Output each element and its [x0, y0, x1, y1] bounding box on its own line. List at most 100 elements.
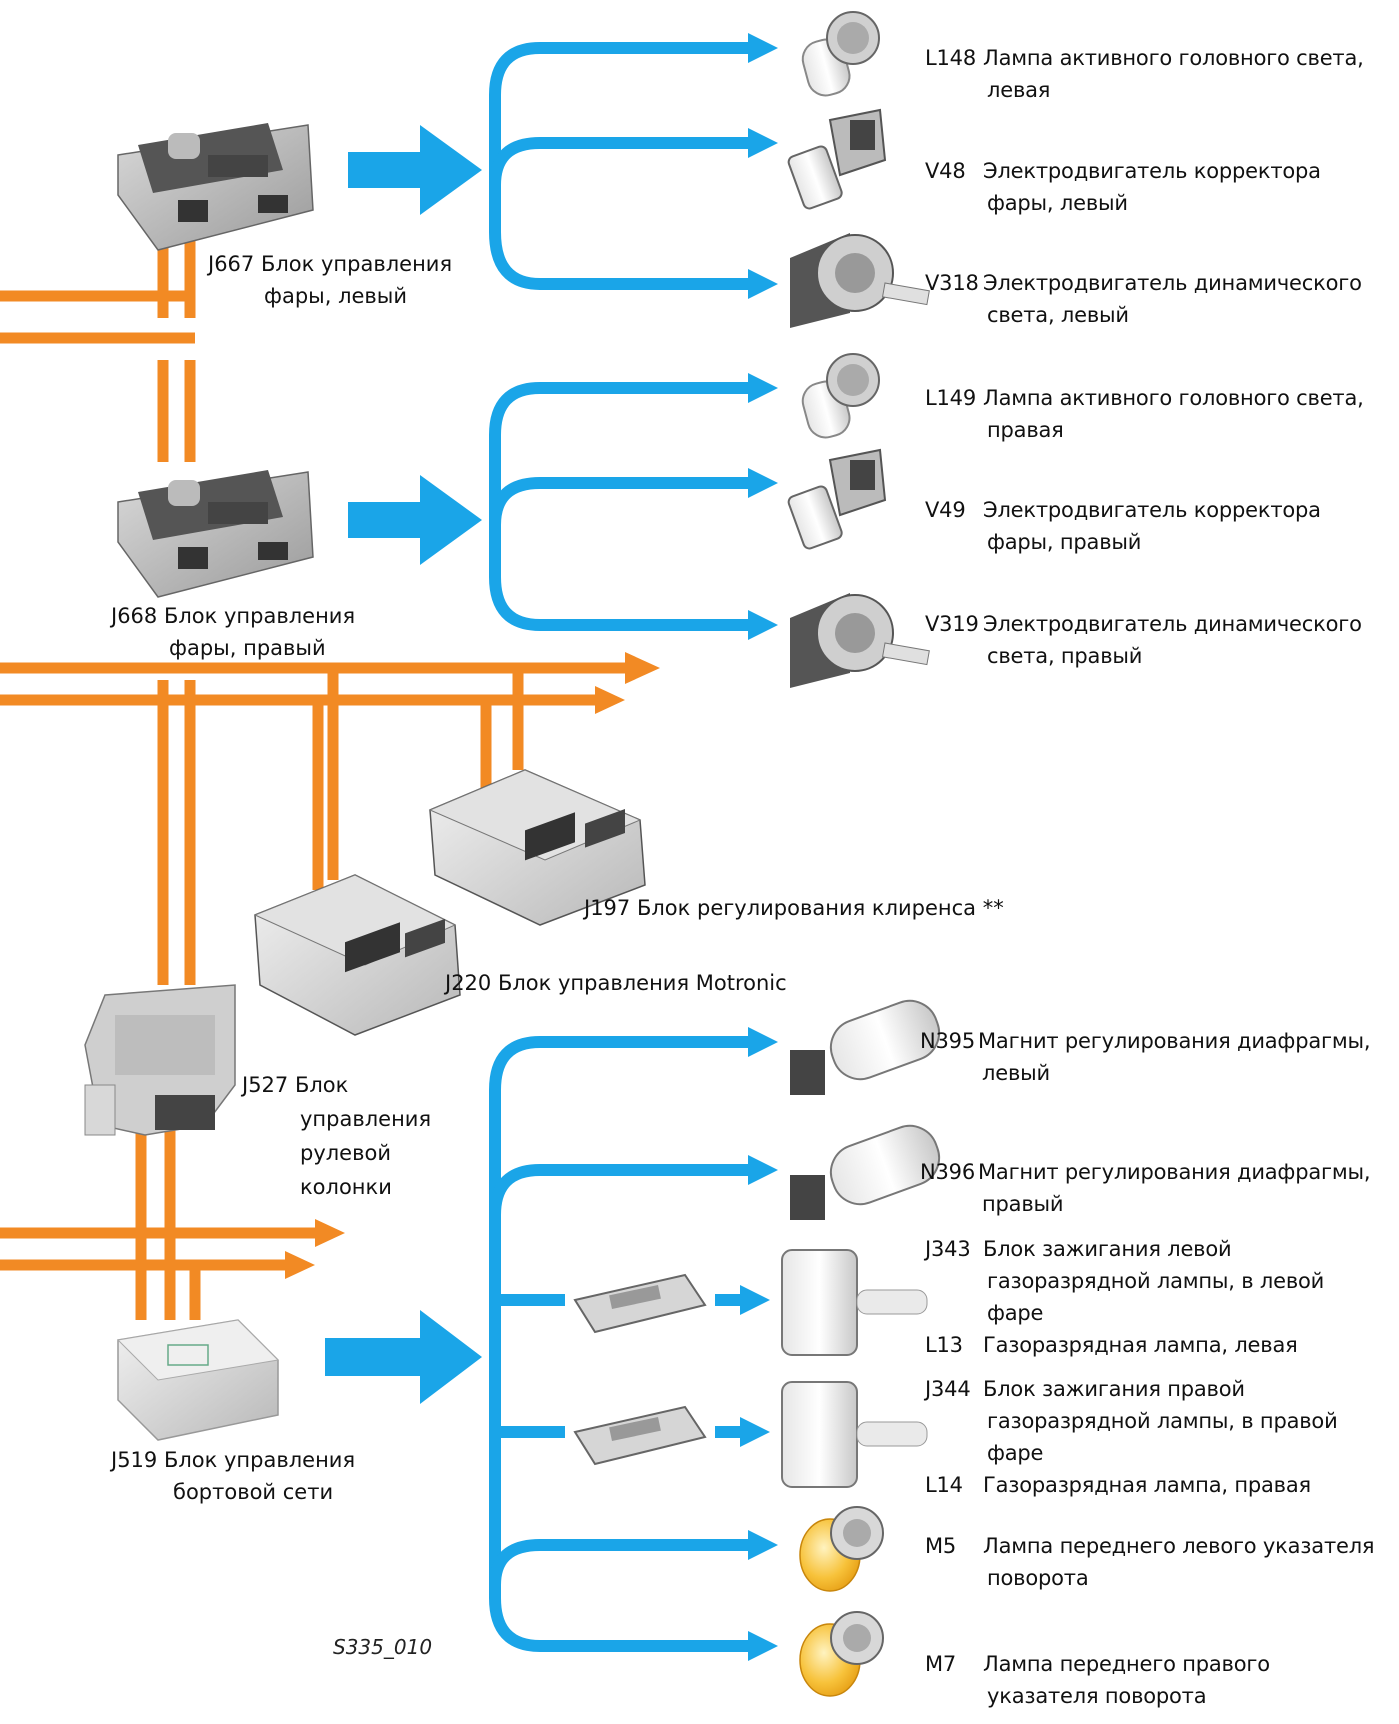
l14-xenon-icon [781, 1381, 928, 1488]
j527-label: J527 Блок управления рулевой колонки [242, 1068, 431, 1204]
j344-igniter-icon [573, 1405, 707, 1466]
j667-unit-icon [117, 123, 314, 251]
n396-code: N396 [920, 1160, 975, 1184]
l149-text-1: Лампа активного головного света, [983, 386, 1364, 410]
j527-text-1: Блок [294, 1073, 349, 1097]
signal-arrowheads [325, 33, 778, 1661]
v49-code: V49 [925, 498, 966, 522]
v319-motor-icon [790, 593, 930, 688]
l149-code: L149 [925, 386, 976, 410]
n395-solenoid-icon [790, 999, 941, 1095]
m7-turn-bulb-icon [799, 1611, 884, 1697]
v49-label: V49 Электродвигатель корректора фары, пра… [925, 494, 1321, 558]
j220-text-1: Блок управления Motronic [497, 971, 787, 995]
m7-code: M7 [925, 1652, 957, 1676]
j343-code: J343 [925, 1237, 971, 1261]
j197-code: J197 [584, 896, 631, 920]
m5-code: M5 [925, 1534, 957, 1558]
l14-text-1: Газоразрядная лампа, правая [983, 1473, 1311, 1497]
j527-unit-icon [84, 984, 236, 1136]
j519-unit-icon [116, 1319, 280, 1441]
j343-text-2: газоразрядной лампы, в левой [987, 1269, 1325, 1293]
m7-text-2: указателя поворота [987, 1684, 1207, 1708]
j668-text-1: Блок управления [163, 604, 356, 628]
j527-text-4: колонки [300, 1175, 392, 1199]
figure-id: S335_010 [333, 1635, 433, 1659]
n396-text-1: Магнит регулирования диафрагмы, [978, 1160, 1371, 1184]
l149-text-2: правая [987, 418, 1064, 442]
l148-text-2: левая [987, 78, 1051, 102]
j220-code: J220 [445, 971, 492, 995]
l13-code: L13 [925, 1333, 963, 1357]
j668-code: J668 [111, 604, 158, 628]
v319-text-2: света, правый [987, 644, 1143, 668]
v49-text-1: Электродвигатель корректора [983, 498, 1321, 522]
j527-code: J527 [242, 1073, 289, 1097]
j343-igniter-icon [573, 1273, 707, 1334]
bus-arrowheads [285, 652, 660, 1279]
j519-text-1: Блок управления [163, 1448, 356, 1472]
j220-unit-icon [253, 874, 461, 1036]
j667-text-2: фары, левый [264, 284, 408, 308]
j197-unit-icon [428, 769, 646, 926]
v318-text-2: света, левый [987, 303, 1129, 327]
can-bus-lines [0, 215, 625, 1320]
j343-text-3: фаре [987, 1301, 1044, 1325]
l14-code: L14 [925, 1473, 963, 1497]
j220-label: J220 Блок управления Motronic [445, 967, 787, 999]
j668-unit-icon [117, 470, 314, 598]
n395-text-1: Магнит регулирования диафрагмы, [978, 1029, 1371, 1053]
v49-actuator-icon [787, 448, 887, 550]
j344-code: J344 [925, 1377, 971, 1401]
j343-text-1: Блок зажигания левой [983, 1237, 1232, 1261]
v319-code: V319 [925, 612, 979, 636]
j667-text-1: Блок управления [260, 252, 453, 276]
j519-text-2: бортовой сети [173, 1480, 334, 1504]
j197-text-1: Блок регулирования клиренса ** [636, 896, 1004, 920]
n396-text-2: правый [982, 1192, 1064, 1216]
j527-text-2: управления [300, 1107, 432, 1131]
j519-label: J519 Блок управления бортовой сети [111, 1444, 355, 1508]
l149-bulb-icon [801, 353, 880, 439]
v49-text-2: фары, правый [987, 530, 1142, 554]
j344-label: J344 Блок зажигания правой газоразрядной … [925, 1373, 1338, 1501]
v318-text-1: Электродвигатель динамического [983, 271, 1362, 295]
j668-label: J668 Блок управления фары, правый [111, 600, 355, 664]
j344-text-2: газоразрядной лампы, в правой [987, 1409, 1338, 1433]
v48-code: V48 [925, 159, 966, 183]
n395-code: N395 [920, 1029, 975, 1053]
v48-text-2: фары, левый [987, 191, 1128, 215]
v318-code: V318 [925, 271, 979, 295]
n396-solenoid-icon [790, 1124, 941, 1220]
v48-label: V48 Электродвигатель корректора фары, лев… [925, 155, 1321, 219]
j667-label: J667 Блок управления фары, левый [208, 248, 452, 312]
v48-text-1: Электродвигатель корректора [983, 159, 1321, 183]
j344-text-1: Блок зажигания правой [983, 1377, 1245, 1401]
j344-text-3: фаре [987, 1441, 1044, 1465]
m5-text-1: Лампа переднего левого указателя [983, 1534, 1375, 1558]
l13-xenon-icon [781, 1249, 928, 1356]
j527-text-3: рулевой [300, 1141, 391, 1165]
l13-text-1: Газоразрядная лампа, левая [983, 1333, 1298, 1357]
n395-text-2: левый [982, 1061, 1050, 1085]
m5-turn-bulb-icon [799, 1506, 884, 1592]
v318-motor-icon [790, 233, 930, 328]
l149-label: L149 Лампа активного головного света, пра… [925, 382, 1364, 446]
v319-text-1: Электродвигатель динамического [983, 612, 1362, 636]
j197-label: J197 Блок регулирования клиренса ** [584, 892, 1004, 924]
l148-bulb-icon [801, 11, 880, 97]
j343-label: J343 Блок зажигания левой газоразрядной л… [925, 1233, 1324, 1361]
l148-text-1: Лампа активного головного света, [983, 46, 1364, 70]
j519-code: J519 [111, 1448, 158, 1472]
j667-code: J667 [208, 252, 255, 276]
j668-text-2: фары, правый [169, 636, 326, 660]
v48-actuator-icon [787, 108, 887, 210]
